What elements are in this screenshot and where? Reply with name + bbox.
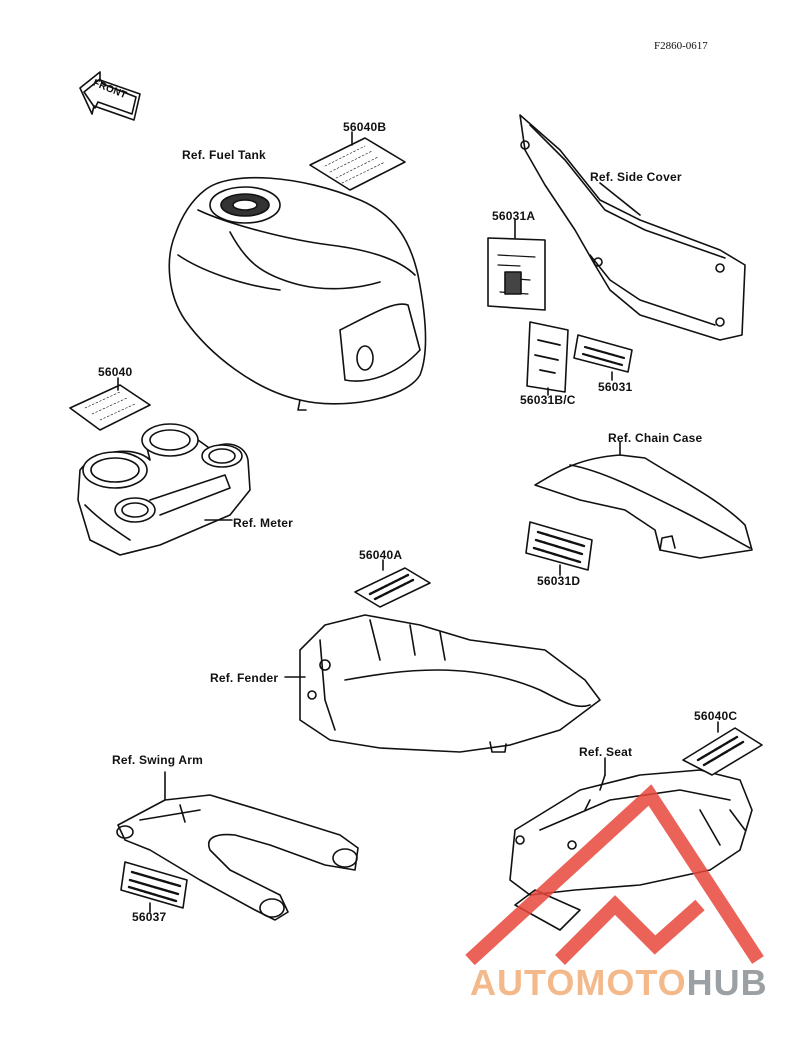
part-56040a: 56040A bbox=[359, 548, 403, 562]
side-cover bbox=[519, 114, 746, 341]
decal-56040 bbox=[69, 384, 151, 431]
rear-fender bbox=[299, 614, 601, 753]
part-56031: 56031 bbox=[598, 380, 633, 394]
decal-56031 bbox=[573, 334, 633, 373]
fuel-tank bbox=[168, 176, 427, 411]
label-ref-side-cover: Ref. Side Cover bbox=[590, 170, 682, 184]
part-56040: 56040 bbox=[98, 365, 133, 379]
decal-56040c bbox=[682, 727, 763, 776]
decal-56037 bbox=[120, 861, 188, 909]
automotohub-logo bbox=[465, 784, 764, 966]
label-ref-fuel-tank: Ref. Fuel Tank bbox=[182, 148, 266, 162]
label-ref-seat: Ref. Seat bbox=[579, 745, 633, 759]
part-56031d: 56031D bbox=[537, 574, 581, 588]
decal-56031a bbox=[487, 237, 546, 311]
part-56040c: 56040C bbox=[694, 709, 738, 723]
label-ref-swing-arm: Ref. Swing Arm bbox=[112, 753, 204, 767]
swing-arm bbox=[116, 794, 359, 921]
part-56031a: 56031A bbox=[492, 209, 536, 223]
chain-case bbox=[534, 454, 753, 559]
decal-56040b bbox=[309, 137, 406, 191]
label-ref-fender: Ref. Fender bbox=[210, 671, 279, 685]
part-56037: 56037 bbox=[132, 910, 167, 924]
watermark-part1: AUTOMOTO bbox=[470, 962, 687, 1003]
decal-56040a bbox=[354, 567, 431, 608]
watermark-text: AUTOMOTOHUB bbox=[470, 962, 768, 1004]
front-arrow-icon bbox=[79, 71, 141, 121]
decal-56031bc bbox=[526, 321, 569, 393]
part-56040b: 56040B bbox=[343, 120, 387, 134]
decal-56031d bbox=[525, 521, 593, 571]
watermark-part2: HUB bbox=[686, 962, 768, 1003]
meter-cluster bbox=[77, 423, 251, 556]
part-56031bc: 56031B/C bbox=[520, 393, 576, 407]
label-ref-chain-case: Ref. Chain Case bbox=[608, 431, 703, 445]
diagram-code: F2860-0617 bbox=[654, 40, 708, 52]
label-ref-meter: Ref. Meter bbox=[233, 516, 294, 530]
